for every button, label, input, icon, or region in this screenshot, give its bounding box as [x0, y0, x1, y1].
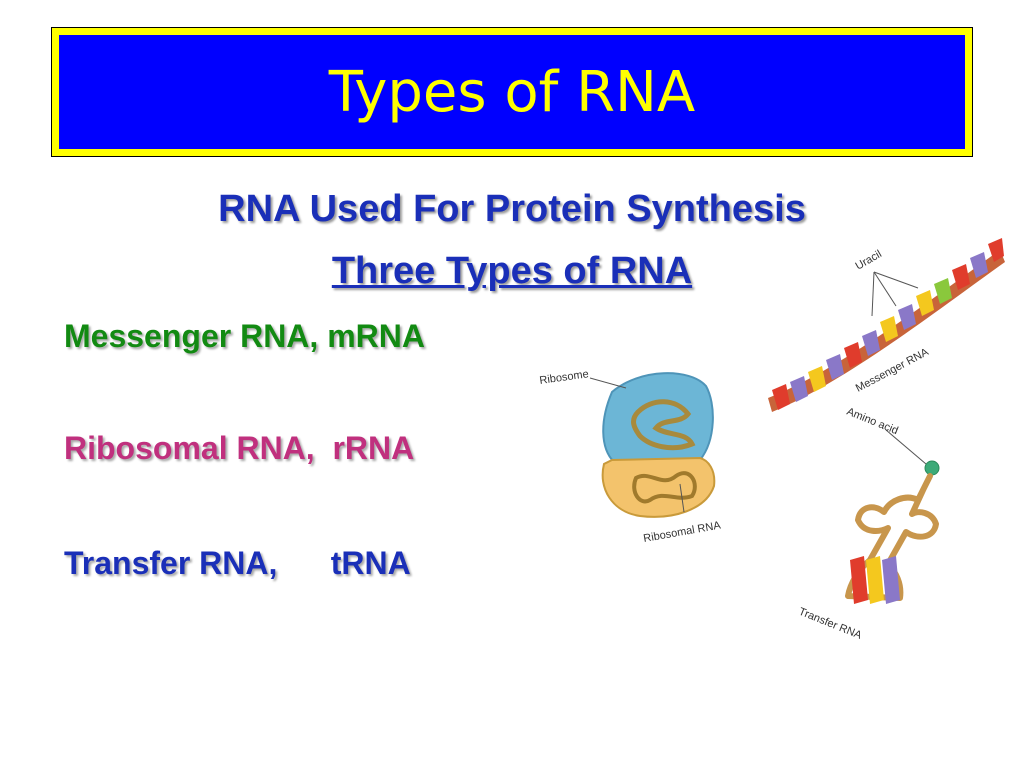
ribosome-label: Ribosome: [539, 368, 590, 387]
slide-subheading: Three Types of RNA: [331, 250, 693, 292]
list-item-transfer-rna: Transfer RNA, tRNA: [64, 545, 411, 581]
list-item-messenger-rna: Messenger RNA, mRNA: [64, 318, 425, 354]
amino-acid-label: Amino acid: [845, 406, 900, 438]
transfer-rna-icon: [845, 429, 940, 604]
list-item-ribosomal-rna: Ribosomal RNA, rRNA: [64, 430, 415, 466]
transfer-rna-label: Transfer RNA: [797, 606, 864, 642]
ribosome-icon: [589, 372, 716, 518]
slide-title: Types of RNA: [328, 59, 696, 125]
ribosomal-rna-label: Ribosomal RNA: [642, 519, 722, 545]
messenger-rna-label: Messenger RNA: [854, 346, 931, 395]
slide-subtitle: RNA Used For Protein Synthesis: [218, 188, 806, 230]
title-box: Types of RNA: [51, 27, 973, 157]
